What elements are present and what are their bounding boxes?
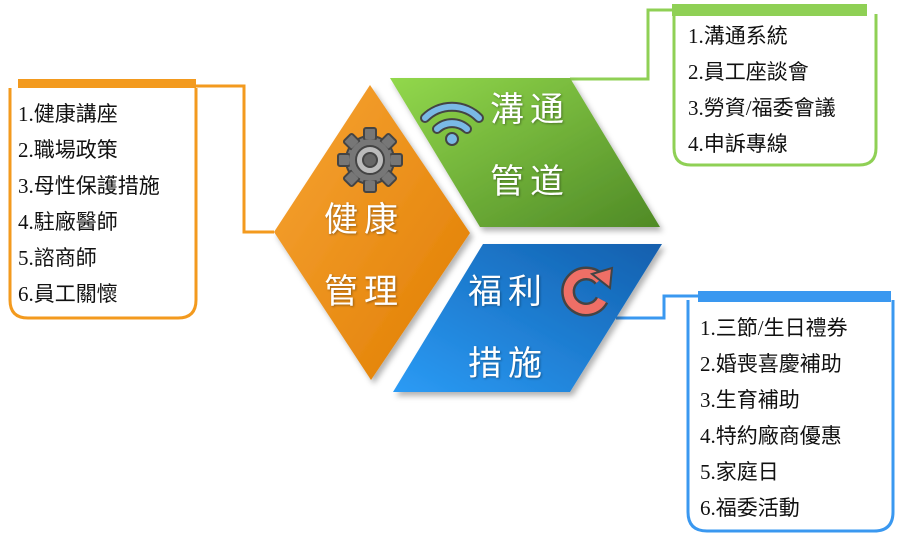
health-list-bar: [18, 79, 196, 88]
welfare-list-box: [686, 300, 895, 533]
list-item: 1.三節/生日禮券: [700, 316, 848, 340]
communication-title: 溝通 管道: [490, 90, 570, 202]
welfare-title: 福利 措施: [468, 272, 548, 384]
list-item: 4.申訴專線: [688, 132, 788, 156]
health-list: 1.健康講座 2.職場政策 3.母性保護措施 4.駐廠醫師 5.諮商師 6.員工…: [18, 96, 160, 312]
list-item: 2.職場政策: [18, 138, 118, 162]
welfare-connector: [616, 294, 698, 320]
list-item: 5.諮商師: [18, 246, 97, 270]
list-item: 1.溝通系統: [688, 24, 788, 48]
health-title: 健康 管理: [324, 200, 404, 312]
list-item: 5.家庭日: [700, 460, 779, 484]
list-item: 6.福委活動: [700, 496, 800, 520]
list-item: 3.勞資/福委會議: [688, 96, 836, 120]
list-item: 2.婚喪喜慶補助: [700, 352, 842, 376]
list-item: 4.駐廠醫師: [18, 210, 118, 234]
wifi-icon: [420, 101, 484, 146]
gear-icon: [323, 113, 417, 207]
communication-parallelogram: [390, 78, 660, 227]
communication-connector: [570, 8, 672, 81]
refresh-icon: [561, 266, 614, 317]
welfare-list-bar: [698, 291, 891, 302]
health-diamond: [274, 85, 470, 380]
communication-list-bar: [672, 4, 867, 16]
list-item: 2.員工座談會: [688, 60, 809, 84]
list-item: 4.特約廠商優惠: [700, 424, 842, 448]
list-item: 1.健康講座: [18, 102, 118, 126]
list-item: 3.母性保護措施: [18, 174, 160, 198]
communication-list-box: [672, 14, 878, 167]
list-item: 6.員工關懷: [18, 282, 118, 306]
health-list-box: [8, 88, 198, 320]
communication-list: 1.溝通系統 2.員工座談會 3.勞資/福委會議 4.申訴專線: [688, 18, 836, 162]
health-connector: [196, 84, 274, 234]
welfare-list: 1.三節/生日禮券 2.婚喪喜慶補助 3.生育補助 4.特約廠商優惠 5.家庭日…: [700, 310, 848, 526]
list-item: 3.生育補助: [700, 388, 800, 412]
